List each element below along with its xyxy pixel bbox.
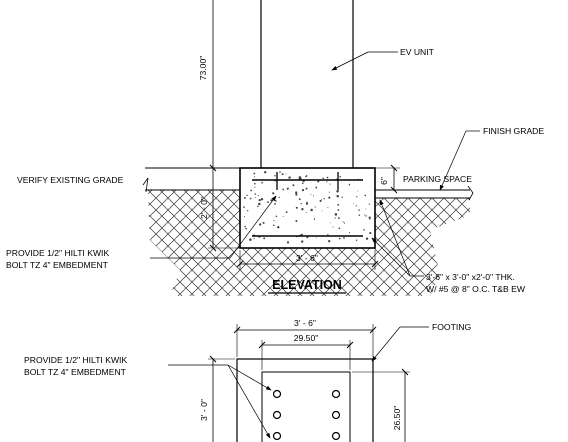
anchor-bolt <box>272 410 282 420</box>
finish-grade-label: FINISH GRADE <box>483 126 544 136</box>
anchor-bolt <box>331 389 341 399</box>
plan-width-dimension: 3' - 6" <box>233 318 377 357</box>
height-dim-label: 73.00" <box>198 56 208 81</box>
depth-dimension: 2' - 0" <box>199 168 240 252</box>
footing-outline <box>236 358 374 442</box>
ev-unit-label: EV UNIT <box>400 47 435 57</box>
height-dimension: 73.00" <box>198 0 240 172</box>
plan-width-label: 3' - 6" <box>294 318 316 328</box>
width-dim-label: 3' - 6" <box>296 253 318 263</box>
elevation-title: ELEVATION <box>272 278 342 292</box>
elevation-view: 73.00" 2' - 0" 6" 3' - 6" EV UNIT <box>6 0 544 296</box>
svg-text:W/ #5 @ 8" O.C. T&B EW: W/ #5 @ 8" O.C. T&B EW <box>426 284 526 294</box>
plan-length-label: 3' - 0" <box>199 399 209 421</box>
svg-text:BOLT TZ 4" EMBEDMENT: BOLT TZ 4" EMBEDMENT <box>24 367 127 377</box>
plan-inner-length-label: 26.50" <box>392 406 402 431</box>
svg-text:BOLT TZ 4" EMBEDMENT: BOLT TZ 4" EMBEDMENT <box>6 260 109 270</box>
plan-inner-width-label: 29.50" <box>294 333 319 343</box>
svg-text:PROVIDE 1/2" HILTI KWIK: PROVIDE 1/2" HILTI KWIK <box>24 355 127 365</box>
footing-note: 3'-6" x 3'-0" x2'-0" THK. W/ #5 @ 8" O.C… <box>371 199 526 294</box>
depth-dim-label: 2' - 0" <box>199 197 209 219</box>
anchor-bolts <box>272 389 341 441</box>
concrete-footing <box>239 167 376 249</box>
parking-space-label: PARKING SPACE <box>403 174 472 184</box>
plan-view: 3' - 6" 29.50" 3' - 0" 26.50" FOOTING <box>24 318 471 442</box>
width-dimension: 3' - 6" <box>236 250 379 270</box>
footing-label: FOOTING <box>432 322 471 332</box>
svg-text:PROVIDE 1/2" HILTI KWIK: PROVIDE 1/2" HILTI KWIK <box>6 248 109 258</box>
plan-anchor-bolt-note: PROVIDE 1/2" HILTI KWIK BOLT TZ 4" EMBED… <box>24 355 272 439</box>
anchor-bolt <box>331 410 341 420</box>
base-plate <box>261 371 351 442</box>
anchor-bolt <box>272 389 282 399</box>
plan-length-dimension: 3' - 0" <box>199 355 235 442</box>
anchor-bolt <box>272 431 282 441</box>
anchor-bolt <box>331 431 341 441</box>
curb-dimension: 6" <box>375 164 400 194</box>
soil-hatch <box>148 190 470 296</box>
ev-unit <box>260 0 354 172</box>
plan-inner-length-dimension: 26.50" <box>352 368 410 442</box>
verify-grade-label: VERIFY EXISTING GRADE <box>17 175 124 185</box>
svg-text:3'-6" x 3'-0" x2'-0" THK.: 3'-6" x 3'-0" x2'-0" THK. <box>426 272 515 282</box>
plan-inner-width-dimension: 29.50" <box>258 333 354 370</box>
anchor-bolt-note: PROVIDE 1/2" HILTI KWIK BOLT TZ 4" EMBED… <box>6 195 277 270</box>
curb-dim-label: 6" <box>379 177 389 185</box>
